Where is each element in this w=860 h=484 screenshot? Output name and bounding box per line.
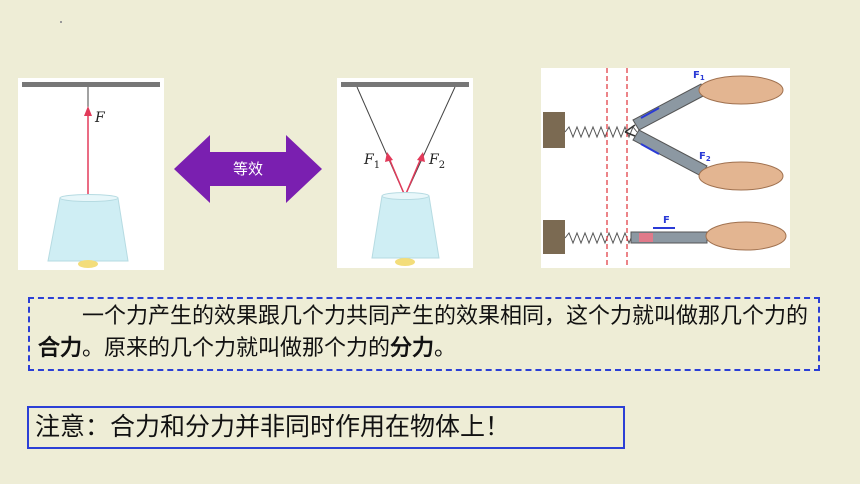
lampshade-top — [381, 192, 430, 200]
label-f: F — [663, 215, 670, 226]
hook-f2 — [624, 131, 636, 137]
spring-scale-f2 — [632, 129, 708, 177]
label-f2: F2 — [699, 151, 711, 163]
label-f1: F1 — [693, 70, 705, 82]
component-force-term: 分力 — [390, 336, 435, 361]
force-vector-f1 — [388, 157, 406, 197]
ceiling-bar — [22, 82, 160, 87]
lampshade — [47, 197, 129, 262]
spring-experiment-panel: F1 F2 F — [541, 68, 790, 268]
hand-top — [698, 75, 784, 105]
f2-label: F2 — [428, 152, 445, 171]
bulb — [395, 258, 415, 266]
lampshade — [371, 195, 440, 259]
vector-f2 — [640, 143, 660, 155]
force-label: F — [94, 110, 106, 126]
wall-bottom — [543, 220, 565, 254]
force-arrowhead-f2 — [417, 152, 425, 162]
bulb — [78, 260, 98, 268]
note-box: 注意：合力和分力并非同时作用在物体上！ — [27, 406, 625, 449]
spring-scale-f1 — [632, 83, 708, 131]
definition-text-1: 一个力产生的效果跟几个力共同产生的效果相同，这个力就叫做那几个力的 — [38, 304, 809, 329]
two-forces-panel: F1 F2 — [337, 78, 473, 268]
equivalent-arrow: 等效 — [172, 133, 324, 205]
force-arrowhead — [84, 106, 92, 116]
force-arrowhead-f1 — [385, 152, 393, 162]
f1-label: F1 — [363, 152, 380, 171]
hook-f1 — [624, 124, 636, 133]
wall-top — [543, 112, 565, 148]
definition-box: 一个力产生的效果跟几个力共同产生的效果相同，这个力就叫做那几个力的合力。原来的几… — [28, 297, 820, 371]
definition-text-2: 。原来的几个力就叫做那个力的 — [82, 336, 391, 361]
resultant-force-term: 合力 — [38, 336, 83, 361]
spring-top — [564, 125, 638, 139]
single-force-panel: F — [18, 78, 164, 270]
lampshade-top — [59, 194, 119, 202]
ceiling-bar — [341, 82, 469, 87]
definition-text-3: 。 — [434, 336, 457, 361]
hand-bottom — [705, 221, 787, 251]
spring-bottom — [564, 231, 638, 245]
hand-middle — [698, 161, 784, 191]
scale-marks — [639, 233, 653, 242]
force-vector-f2 — [404, 157, 422, 197]
note-text: 注意：合力和分力并非同时作用在物体上！ — [35, 412, 511, 441]
vector-f1 — [640, 107, 660, 119]
decorative-dot — [60, 21, 62, 23]
equivalent-label: 等效 — [232, 160, 263, 178]
